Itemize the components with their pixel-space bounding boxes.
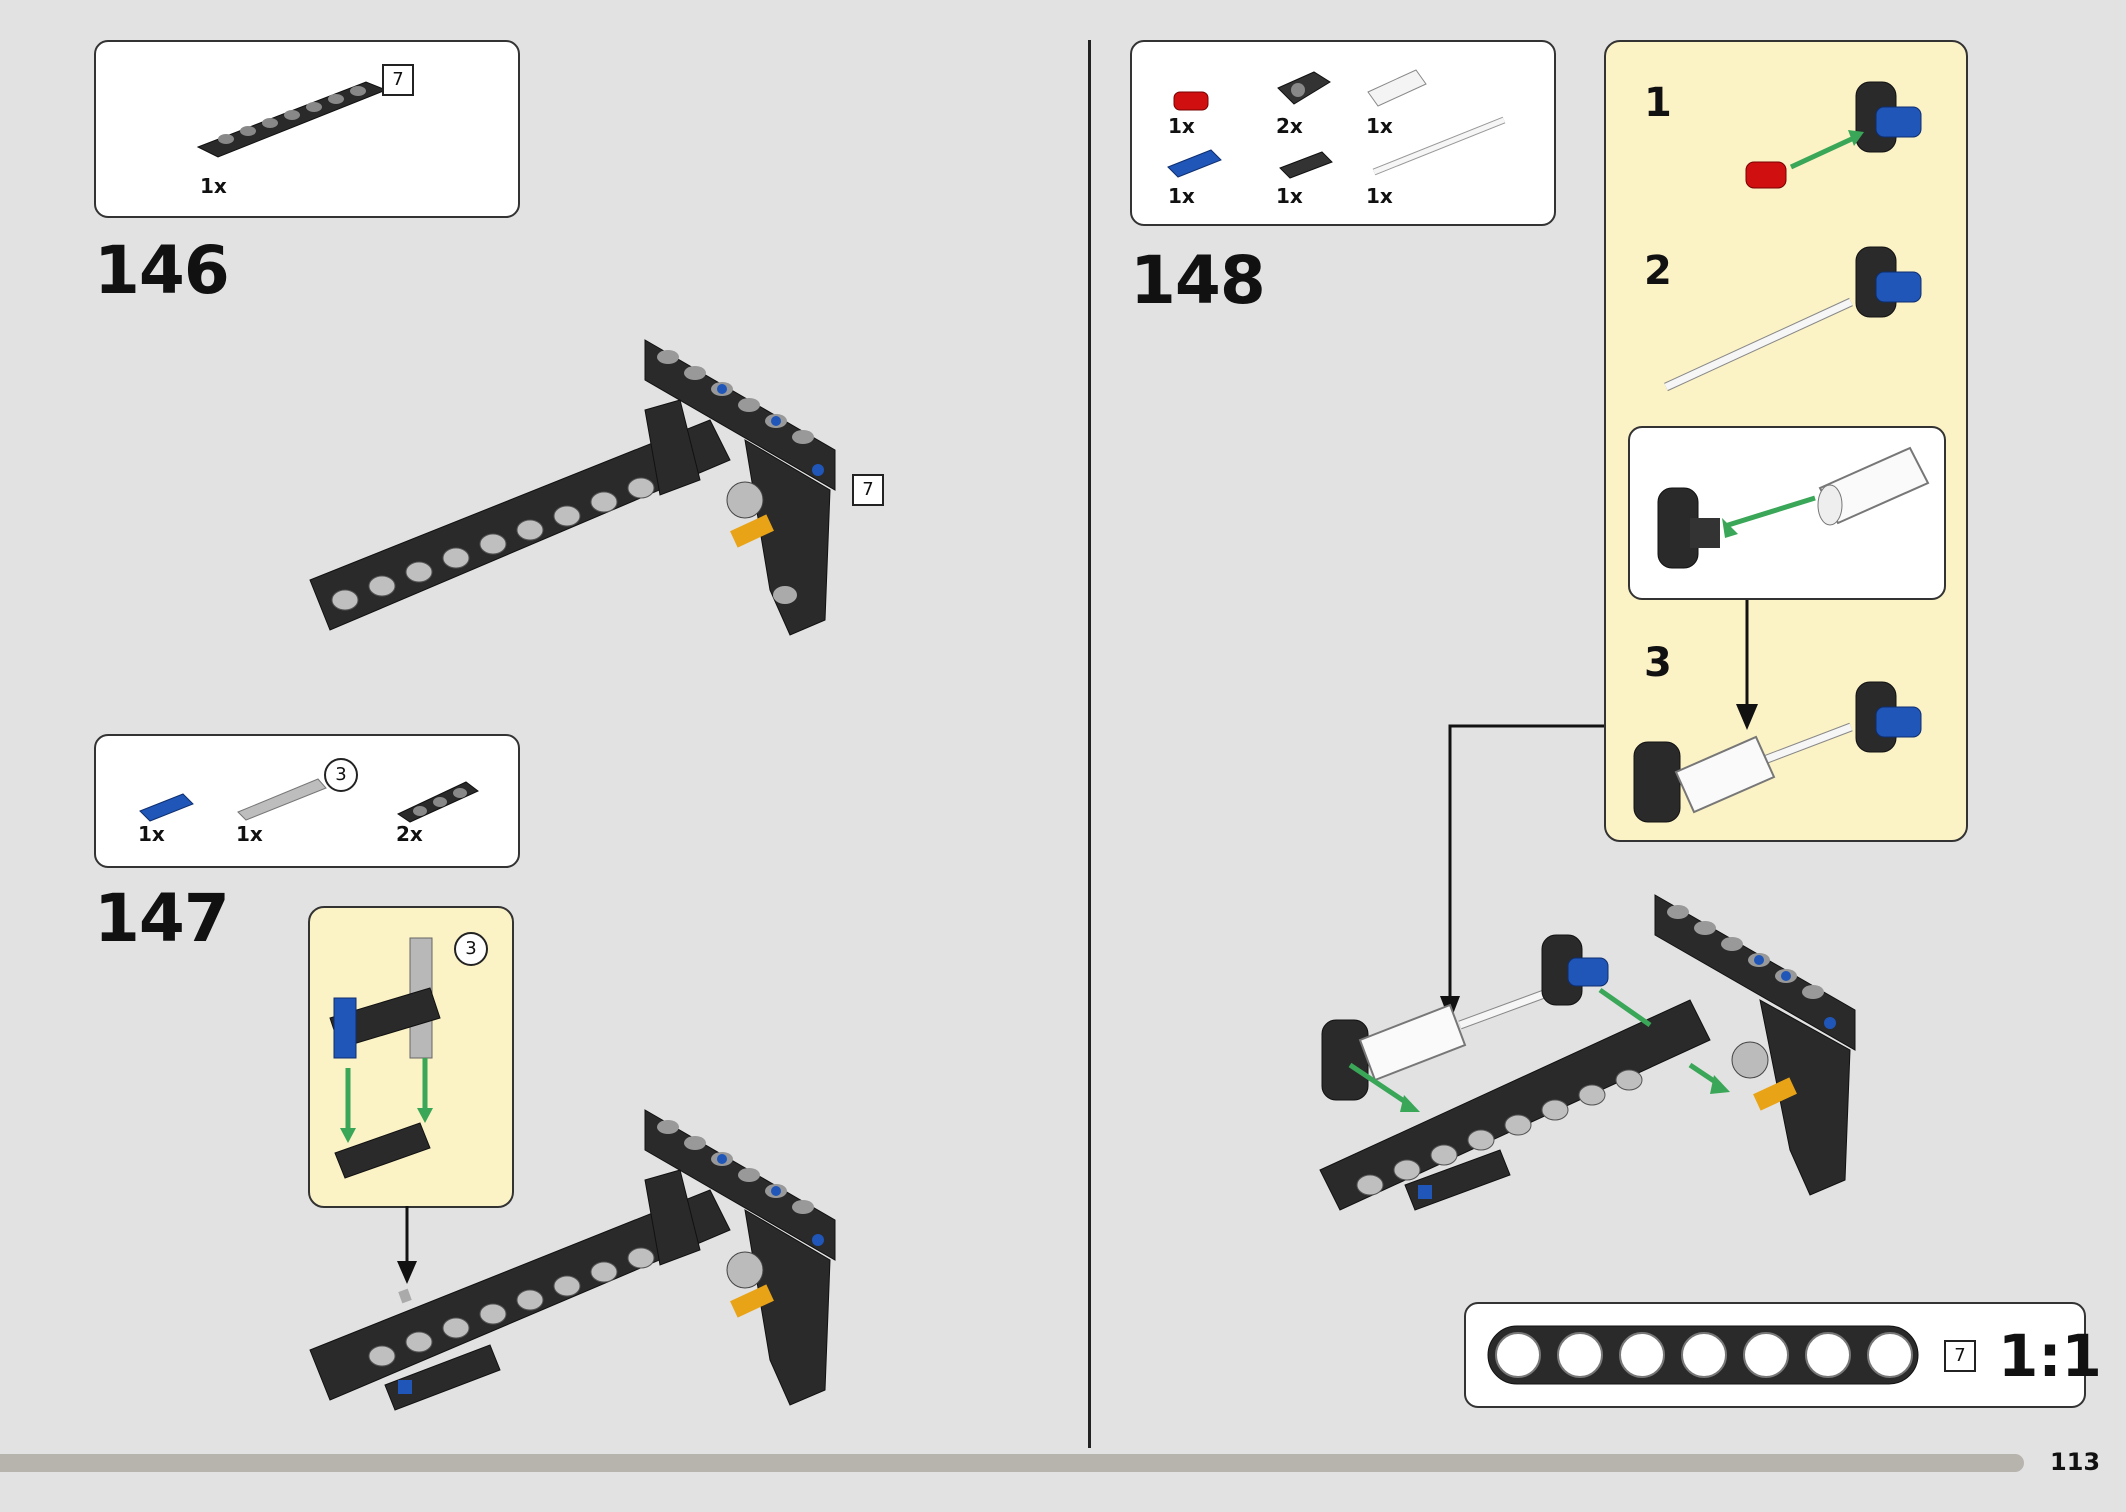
length-tag: 7 xyxy=(382,64,414,96)
sub-step-number: 2 xyxy=(1644,248,1672,294)
step-146-model xyxy=(309,339,836,636)
part-quantity: 1x xyxy=(236,822,263,846)
beam-7-full-scale xyxy=(1487,1325,1919,1385)
sub-step-3-image xyxy=(1633,681,1922,823)
step-148-model xyxy=(1319,894,1856,1211)
step-number: 148 xyxy=(1130,242,1266,319)
blue-pin-icon xyxy=(139,793,194,822)
progress-bar xyxy=(0,1454,2024,1472)
pin-and-axle-subassembly xyxy=(329,937,441,1179)
scale-label: 1:1 xyxy=(1998,1322,2102,1390)
step-146-parts-box: 7 1x xyxy=(94,40,520,218)
cross-block-icon xyxy=(1277,71,1331,105)
inset-image xyxy=(1657,446,1930,569)
part-quantity: 1x xyxy=(138,822,165,846)
callout-arrow xyxy=(397,1206,417,1284)
page-divider xyxy=(1088,40,1091,1448)
part-quantity: 2x xyxy=(1276,114,1303,138)
beam-7-icon xyxy=(196,81,388,158)
sub-step-number: 3 xyxy=(1644,640,1672,686)
sub-step-2-image xyxy=(1664,246,1922,392)
model-length-tag: 7 xyxy=(852,474,884,506)
part-quantity: 1x xyxy=(1366,184,1393,208)
step-148-parts-box: 1x 2x 1x 1x 1x 1x xyxy=(1130,40,1556,226)
white-rod-icon xyxy=(1372,116,1506,176)
length-tag: 3 xyxy=(454,932,488,966)
length-tag: 3 xyxy=(324,758,358,792)
sub-step-arrow xyxy=(1736,600,1758,730)
sub-step-inset xyxy=(1628,426,1946,600)
step-number: 147 xyxy=(94,880,230,957)
red-pin-icon xyxy=(1173,91,1209,111)
part-quantity: 1x xyxy=(1366,114,1393,138)
length-tag: 7 xyxy=(1944,1340,1976,1372)
step-148-subassembly: 1 2 3 xyxy=(1604,40,1968,842)
white-tube-icon xyxy=(1367,69,1427,107)
sub-step-1-image xyxy=(1745,81,1922,189)
step-147-model xyxy=(309,1109,836,1411)
step-number: 146 xyxy=(94,232,230,309)
sub-step-number: 1 xyxy=(1644,80,1672,126)
scale-ruler-box: 7 1:1 xyxy=(1464,1302,2102,1408)
axle-3-icon xyxy=(237,778,327,821)
blue-pin-icon xyxy=(1167,149,1222,178)
step-147-parts-box: 3 1x 1x 2x xyxy=(94,734,520,868)
page-number: 113 xyxy=(2050,1448,2101,1476)
beam-3-thin-icon xyxy=(396,781,479,823)
part-quantity: 1x xyxy=(1168,114,1195,138)
part-quantity: 1x xyxy=(200,174,227,198)
part-quantity: 1x xyxy=(1168,184,1195,208)
step-147-subassembly: 3 xyxy=(308,906,514,1208)
part-quantity: 2x xyxy=(396,822,423,846)
axle-connector-icon xyxy=(1279,151,1333,179)
part-quantity: 1x xyxy=(1276,184,1303,208)
